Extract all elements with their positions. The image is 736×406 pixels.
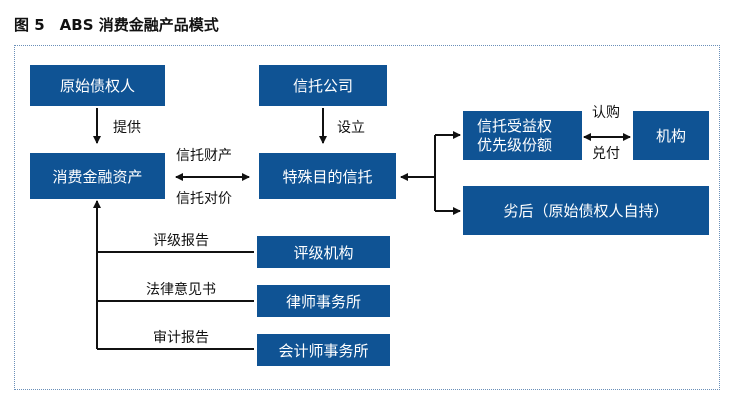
priority-line2: 优先级份额 [477, 135, 553, 154]
box-law-firm: 律师事务所 [257, 285, 390, 317]
box-institution: 机构 [633, 111, 709, 160]
label-trust-consideration: 信托对价 [176, 191, 232, 207]
box-trust-company: 信托公司 [259, 65, 387, 106]
box-subordinate: 劣后（原始债权人自持） [463, 186, 709, 235]
label-subscribe: 认购 [592, 105, 620, 121]
label-provide: 提供 [113, 120, 141, 136]
box-accounting-firm: 会计师事务所 [257, 334, 390, 366]
box-original-owner: 原始债权人 [30, 65, 165, 106]
label-legal-opinion: 法律意见书 [146, 282, 216, 298]
box-consumer-finance-asset: 消费金融资产 [30, 153, 165, 199]
label-audit-report: 审计报告 [153, 330, 209, 346]
label-rating-report: 评级报告 [153, 233, 209, 249]
box-trust-beneficiary-priority: 信托受益权 优先级份额 [463, 111, 582, 160]
box-rating-agency: 评级机构 [257, 236, 390, 268]
box-spv-trust: 特殊目的信托 [259, 153, 396, 199]
figure-title: 图 5 ABS 消费金融产品模式 [14, 16, 219, 34]
diagram-frame [14, 45, 720, 390]
priority-line1: 信托受益权 [477, 116, 553, 135]
label-trust-property: 信托财产 [176, 148, 232, 164]
label-establish: 设立 [337, 120, 365, 136]
label-redeem: 兑付 [592, 146, 620, 162]
